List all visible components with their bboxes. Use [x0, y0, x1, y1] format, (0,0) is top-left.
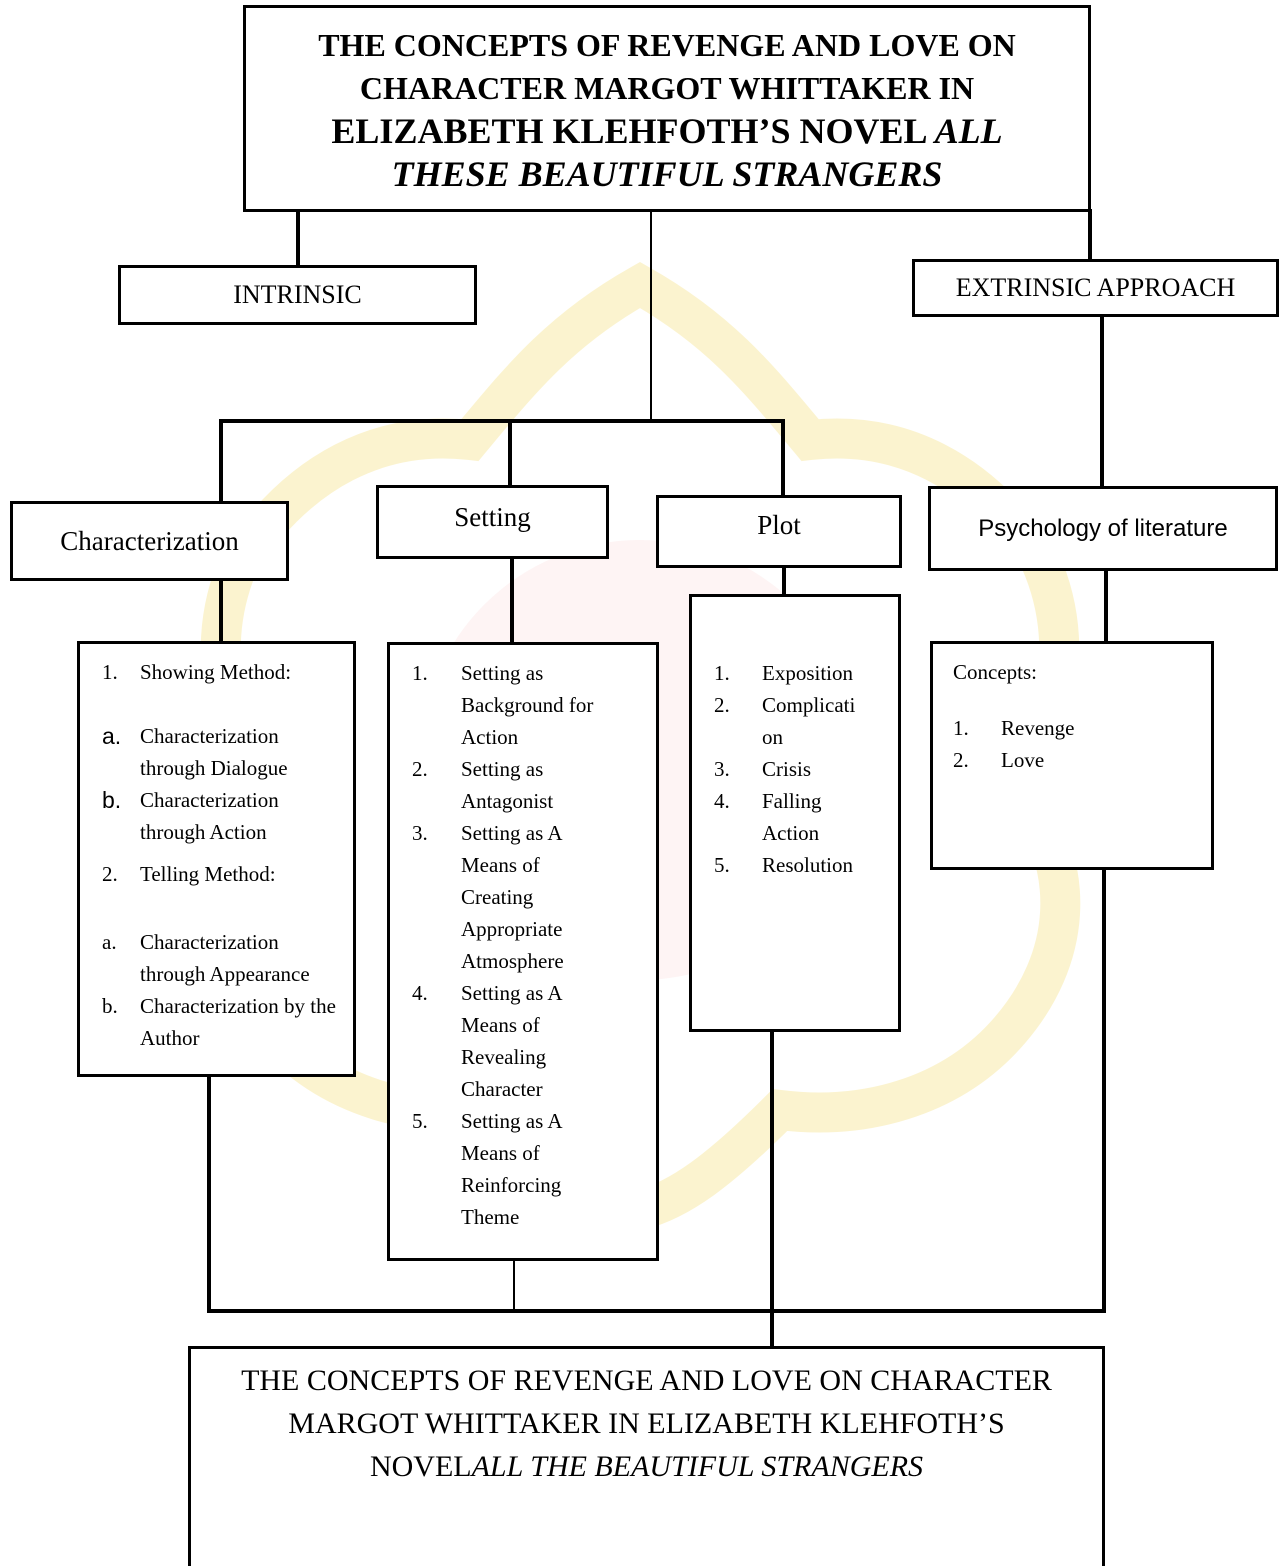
connector [1104, 569, 1108, 643]
connector [219, 419, 785, 423]
connector [1088, 209, 1092, 261]
list-item: 3.Crisis [714, 757, 812, 781]
list-item: a.Characterization through Dialogue [102, 723, 288, 780]
intrinsic-box: INTRINSIC [118, 265, 477, 325]
connector [296, 209, 300, 267]
list-item: 1.Exposition [714, 661, 854, 685]
list-item: 5.Resolution [714, 853, 854, 877]
title-line-3: ELIZABETH KLEHFOTH’S NOVEL ALL [331, 111, 1003, 151]
setting-list-box: 1.Setting as Background for Action 2.Set… [387, 642, 659, 1261]
concepts-box: Concepts: 1.Revenge 2.Love [930, 641, 1214, 870]
list-item: a.Characterization through Appearance [102, 930, 310, 986]
title-line-2: CHARACTER MARGOT WHITTAKER IN [359, 70, 975, 106]
connector [207, 1309, 1106, 1313]
characterization-box: Characterization [10, 501, 289, 581]
connector [770, 1030, 774, 1348]
setting-label: Setting [454, 502, 531, 532]
list-item: 1.Revenge [953, 716, 1075, 740]
connector [782, 566, 786, 596]
concepts-heading: Concepts: [953, 660, 1037, 684]
connector [513, 1259, 515, 1312]
extrinsic-box: EXTRINSIC APPROACH [912, 259, 1279, 317]
list-item: 2.Setting as Antagonist [412, 757, 554, 813]
extrinsic-label: EXTRINSIC APPROACH [955, 273, 1236, 302]
list-item: 5.Setting as A Means of Reinforcing Them… [412, 1109, 562, 1229]
conclusion-line-3: NOVELALL THE BEAUTIFUL STRANGERS [369, 1450, 924, 1483]
list-item: b.Characterization through Action [102, 787, 279, 844]
psychology-label: Psychology of literature [978, 514, 1228, 542]
connector [1102, 868, 1106, 1312]
list-item: b.Characterization by the Author [102, 994, 336, 1050]
connector [781, 419, 785, 497]
psychology-box: Psychology of literature [928, 486, 1278, 571]
connector [219, 579, 223, 644]
connector [508, 419, 512, 487]
list-item: 3.Setting as A Means of Creating Appropr… [412, 821, 564, 973]
setting-box: Setting [376, 485, 609, 559]
main-title-box: THE CONCEPTS OF REVENGE AND LOVE ON CHAR… [243, 5, 1091, 212]
connector [510, 557, 514, 644]
characterization-list-box: 1.Showing Method: a.Characterization thr… [77, 641, 356, 1077]
conclusion-line-1: THE CONCEPTS OF REVENGE AND LOVE ON CHAR… [241, 1364, 1052, 1397]
conclusion-line-2: MARGOT WHITTAKER IN ELIZABETH KLEHFOTH’S [288, 1407, 1005, 1440]
connector [1100, 315, 1104, 488]
intrinsic-label: INTRINSIC [233, 280, 362, 309]
list-item: 2.Love [953, 748, 1045, 772]
plot-label: Plot [757, 510, 801, 540]
connector [650, 209, 652, 421]
list-item: 1.Showing Method: [102, 660, 292, 684]
connector [207, 1075, 211, 1312]
list-item: 2.Complicati on [714, 693, 856, 749]
plot-box: Plot [656, 495, 902, 568]
characterization-label: Characterization [60, 525, 239, 556]
list-item: 4.Setting as A Means of Revealing Charac… [412, 981, 562, 1101]
list-item: 1.Setting as Background for Action [412, 661, 594, 749]
plot-list-box: 1.Exposition 2.Complicati on 3.Crisis 4.… [689, 594, 901, 1032]
list-item: 2.Telling Method: [102, 862, 276, 886]
title-line-4: THESE BEAUTIFUL STRANGERS [391, 154, 943, 194]
title-line-1: THE CONCEPTS OF REVENGE AND LOVE ON [318, 27, 1016, 63]
connector [219, 419, 223, 503]
conclusion-title-box: THE CONCEPTS OF REVENGE AND LOVE ON CHAR… [188, 1346, 1105, 1566]
list-item: 4.Falling Action [714, 789, 822, 845]
